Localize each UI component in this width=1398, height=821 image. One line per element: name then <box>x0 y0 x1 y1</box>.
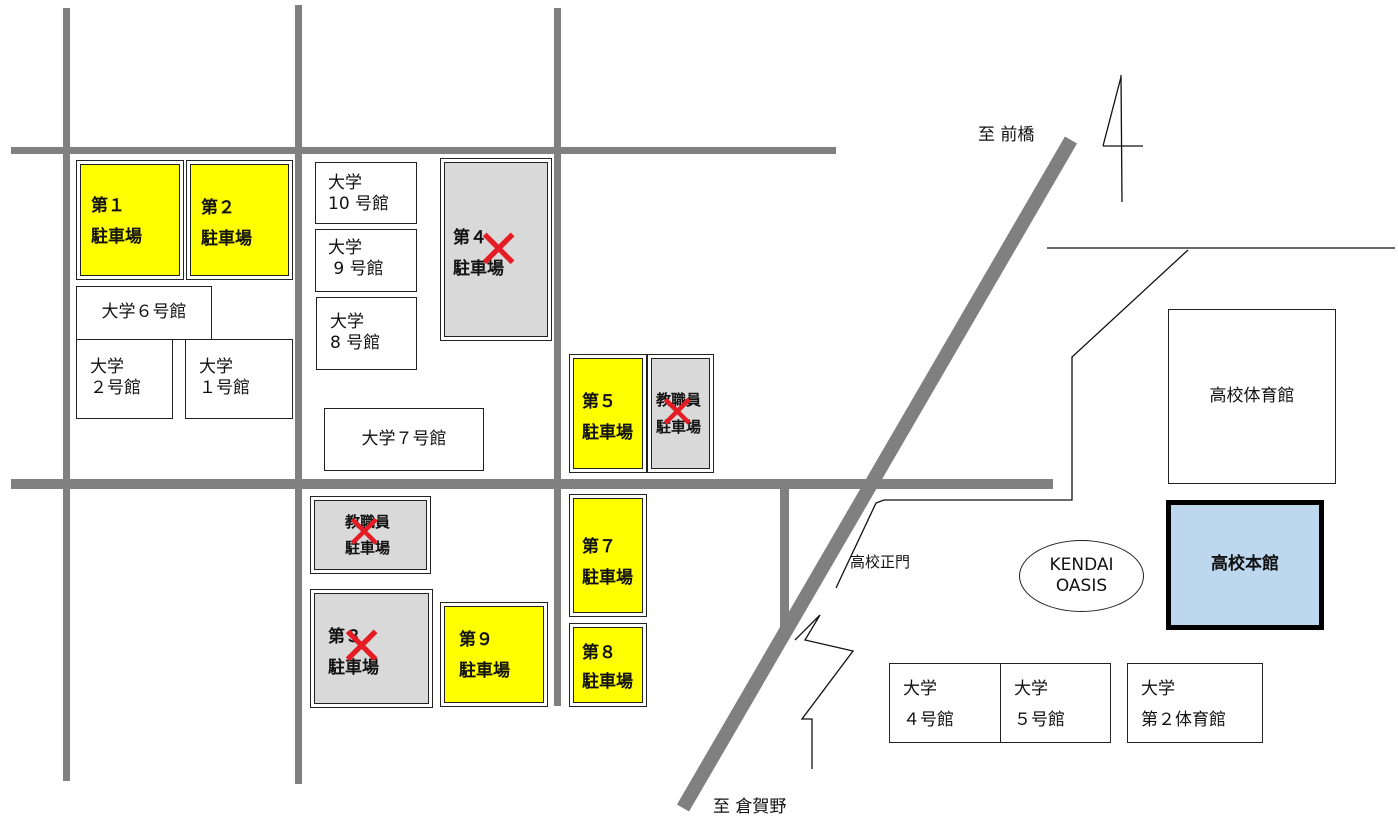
building-label: OASIS <box>1055 576 1108 596</box>
building-univ-1: 大学 １号館 <box>185 339 293 419</box>
building-highschool-main: 高校本館 <box>1166 500 1324 630</box>
closed-x-icon: ✕ <box>476 218 522 281</box>
direction-label-north: 至 前橋 <box>978 125 1035 145</box>
parking-lot-label: 駐車場 <box>345 539 391 558</box>
road-vertical-1 <box>63 8 70 781</box>
building-kendai-oasis: KENDAI OASIS <box>1019 540 1144 612</box>
road-vertical-3 <box>554 8 561 706</box>
building-label: 高校体育館 <box>1209 385 1295 406</box>
parking-lot-5: 第５ 駐車場 <box>569 354 647 473</box>
building-univ-6: 大学６号館 <box>76 286 212 340</box>
road-horizontal-middle <box>11 479 1053 489</box>
diagonal-highway <box>676 136 1078 812</box>
south-road-line <box>794 614 855 769</box>
building-label: ５号館 <box>1014 709 1065 730</box>
parking-lot-label: 第２ <box>201 198 235 218</box>
parking-lot-9: 第９ 駐車場 <box>440 602 548 707</box>
parking-lot-3: 第３ 駐車場 ✕ <box>310 589 433 708</box>
building-label: 大学 <box>1141 679 1175 699</box>
building-label: １号館 <box>199 378 250 399</box>
building-label: 大学 <box>1014 679 1048 699</box>
building-label: 大学 <box>90 357 124 377</box>
main-gate-label: 高校正門 <box>850 553 911 571</box>
parking-lot-label: 第５ <box>582 392 616 412</box>
north-arrow <box>1102 74 1143 203</box>
building-label: 9 号館 <box>328 259 384 280</box>
parking-lot-8: 第８ 駐車場 <box>569 623 647 707</box>
parking-lot-7: 第７ 駐車場 <box>569 494 647 617</box>
building-label: 8 号館 <box>330 333 381 354</box>
building-univ-9: 大学 9 号館 <box>315 229 417 292</box>
building-label: 大学７号館 <box>361 428 447 449</box>
building-univ-5: 大学 ５号館 <box>1000 663 1111 743</box>
parking-lot-label: 駐車場 <box>582 422 633 443</box>
parking-lot-label: 第４ <box>453 228 487 248</box>
parking-lot-label: 駐車場 <box>201 228 252 249</box>
parking-lot-label: 駐車場 <box>453 258 504 279</box>
road-horizontal-top <box>11 147 836 154</box>
building-label: 第２体育館 <box>1141 709 1226 730</box>
building-univ-gym-2: 大学 第２体育館 <box>1127 663 1263 743</box>
parking-lot-label: 駐車場 <box>91 226 142 247</box>
building-univ-10: 大学 10 号館 <box>315 162 417 224</box>
parking-lot-label: 教職員 <box>345 513 391 531</box>
building-label: 大学 <box>199 357 233 377</box>
parking-lot-label: 駐車場 <box>582 671 633 692</box>
building-label: KENDAI <box>1049 554 1114 575</box>
parking-lot-label: 駐車場 <box>459 660 510 681</box>
building-label: 大学 <box>903 679 937 699</box>
road-vertical-2 <box>295 5 302 784</box>
parking-lot-staff-b: 教職員 駐車場 ✕ <box>310 496 431 574</box>
closed-x-icon: ✕ <box>658 385 697 439</box>
direction-label-south: 至 倉賀野 <box>713 797 787 817</box>
building-univ-4: 大学 ４号館 <box>889 663 1001 743</box>
building-label: 10 号館 <box>328 194 390 215</box>
building-label: 大学 <box>328 173 362 193</box>
parking-lot-label: 第８ <box>582 643 616 663</box>
building-label: 大学 <box>330 312 364 332</box>
building-label: 大学６号館 <box>101 302 187 323</box>
building-univ-7: 大学７号館 <box>324 408 484 471</box>
gate-road-line <box>835 249 1189 589</box>
parking-lot-label: 第９ <box>459 630 493 650</box>
parking-lot-staff-a: 教職員 駐車場 ✕ <box>647 354 714 473</box>
closed-x-icon: ✕ <box>339 615 385 678</box>
parking-lot-label: 第１ <box>91 196 125 216</box>
parking-lot-2: 第２ 駐車場 <box>186 160 293 280</box>
parking-lot-1: 第１ 駐車場 <box>76 160 184 280</box>
building-univ-2: 大学 ２号館 <box>76 339 173 419</box>
parking-lot-label: 第７ <box>582 537 616 557</box>
parking-lot-4: 第４ 駐車場 ✕ <box>440 158 552 341</box>
road-vertical-4 <box>780 488 789 630</box>
closed-x-icon: ✕ <box>345 505 384 559</box>
building-label: ４号館 <box>903 709 954 730</box>
building-label: 大学 <box>328 238 362 258</box>
parking-lot-label: 駐車場 <box>328 657 379 678</box>
building-label: 高校本館 <box>1211 554 1279 575</box>
parking-lot-label: 駐車場 <box>582 567 633 588</box>
parking-lot-label: 第３ <box>328 627 362 647</box>
building-highschool-gym: 高校体育館 <box>1168 309 1336 484</box>
building-label: ２号館 <box>90 378 141 399</box>
parking-lot-label: 駐車場 <box>656 418 702 436</box>
building-univ-8: 大学 8 号館 <box>316 297 417 370</box>
parking-lot-label: 教職員 <box>656 391 702 409</box>
